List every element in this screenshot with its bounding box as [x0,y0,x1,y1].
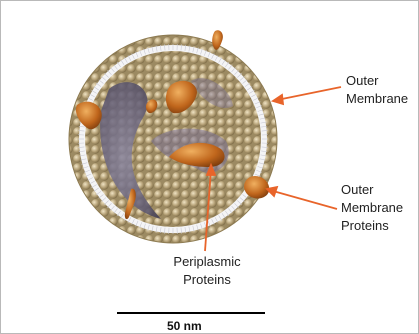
arrow-outer-membrane [277,87,341,100]
scale-label: 50 nm [167,319,202,333]
label-outer-membrane: Outer Membrane [346,72,408,108]
outer-membrane-sphere [69,35,277,243]
label-periplasmic-proteins: Periplasmic Proteins [161,253,253,289]
label-outer-membrane-proteins: Outer Membrane Proteins [341,181,403,235]
arrow-omp-head [267,187,277,196]
arrow-outer-membrane-head [273,95,283,104]
arrow-omp [273,191,337,209]
